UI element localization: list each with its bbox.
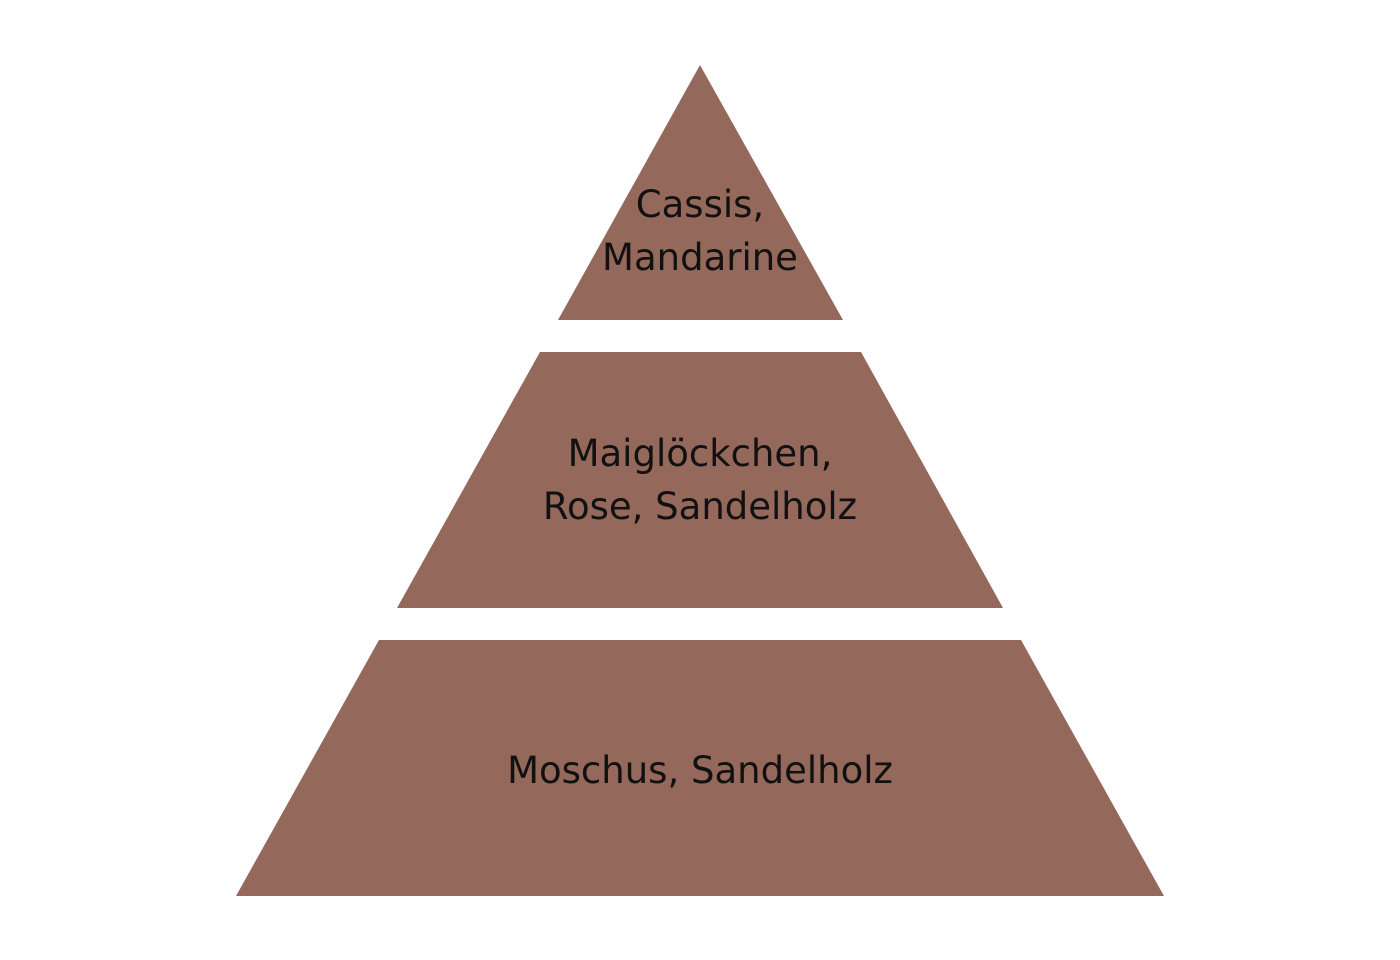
tier-top-line-2: Mandarine [602, 236, 798, 279]
pyramid-tier-top [558, 65, 843, 320]
tier-middle-line-1: Maiglöckchen, [567, 432, 833, 475]
pyramid-tier-middle [397, 352, 1003, 608]
pyramid-tier-bottom [236, 640, 1164, 896]
tier-middle-label: Maiglöckchen, Rose, Sandelholz [0, 427, 1400, 533]
tier-top-line-1: Cassis, [635, 183, 765, 226]
tier-top-label: Cassis, Mandarine [0, 178, 1400, 284]
tier-bottom-line-1: Moschus, Sandelholz [507, 749, 893, 792]
tier-middle-line-2: Rose, Sandelholz [542, 485, 858, 528]
tier-bottom-label: Moschus, Sandelholz [0, 744, 1400, 797]
